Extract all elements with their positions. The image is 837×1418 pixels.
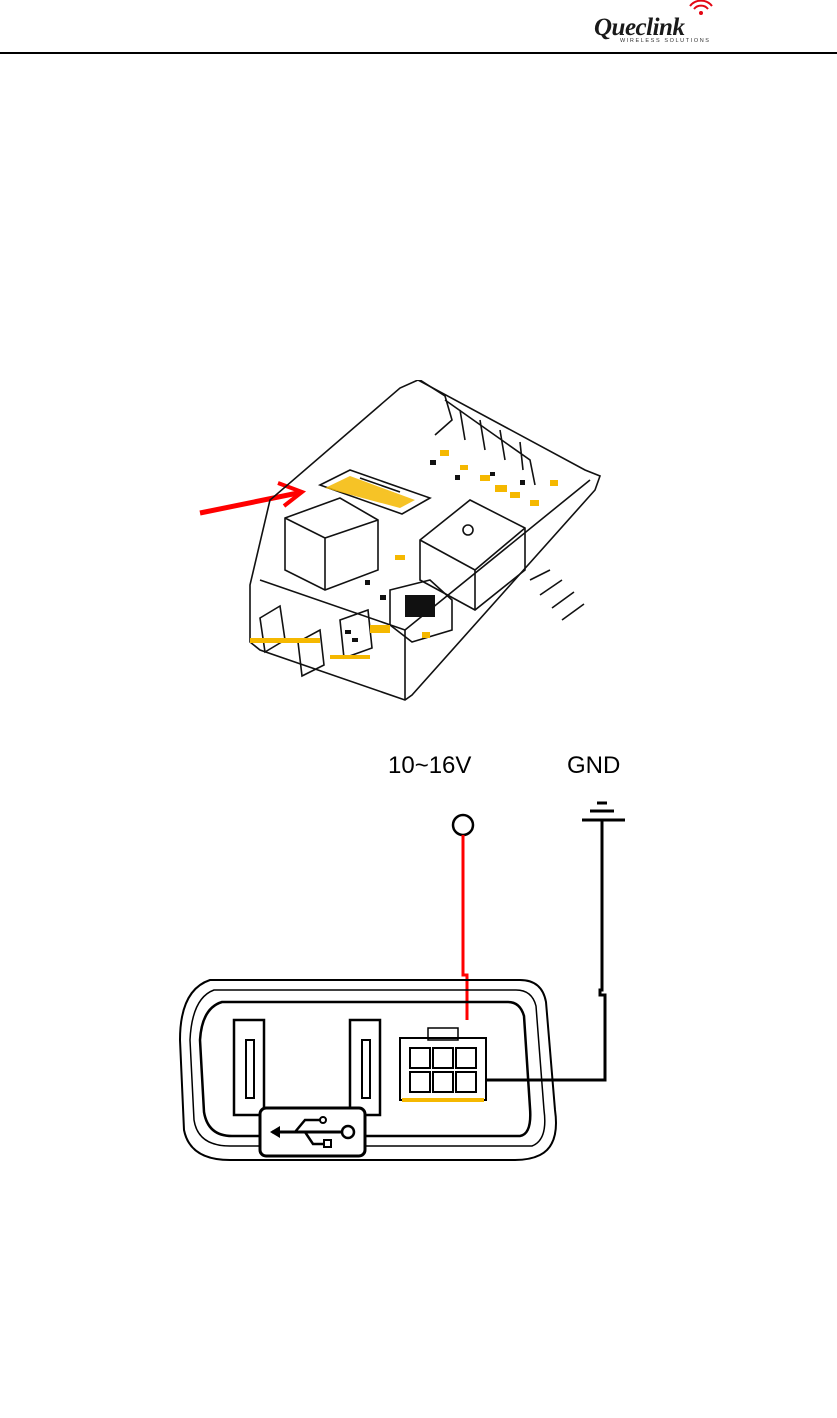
power-terminal-icon (453, 815, 473, 835)
ground-icon (582, 803, 625, 820)
wiring-diagram-figure: 10~16V GND (170, 740, 670, 1400)
device-front (180, 980, 556, 1160)
pcb-highlights (250, 450, 558, 659)
pointer-arrow (200, 483, 302, 513)
ground-wire (485, 820, 605, 1080)
device-housing (250, 380, 600, 700)
usb-icon (260, 1108, 365, 1156)
logo-tagline: WIRELESS SOLUTIONS (620, 38, 711, 44)
header-rule (0, 52, 837, 54)
power-wire (463, 835, 467, 1020)
page-header: Queclink WIRELESS SOLUTIONS (0, 0, 837, 56)
queclink-logo: Queclink WIRELESS SOLUTIONS (590, 0, 740, 50)
device-interior-figure (190, 380, 620, 710)
connector-highlight (402, 1098, 484, 1102)
